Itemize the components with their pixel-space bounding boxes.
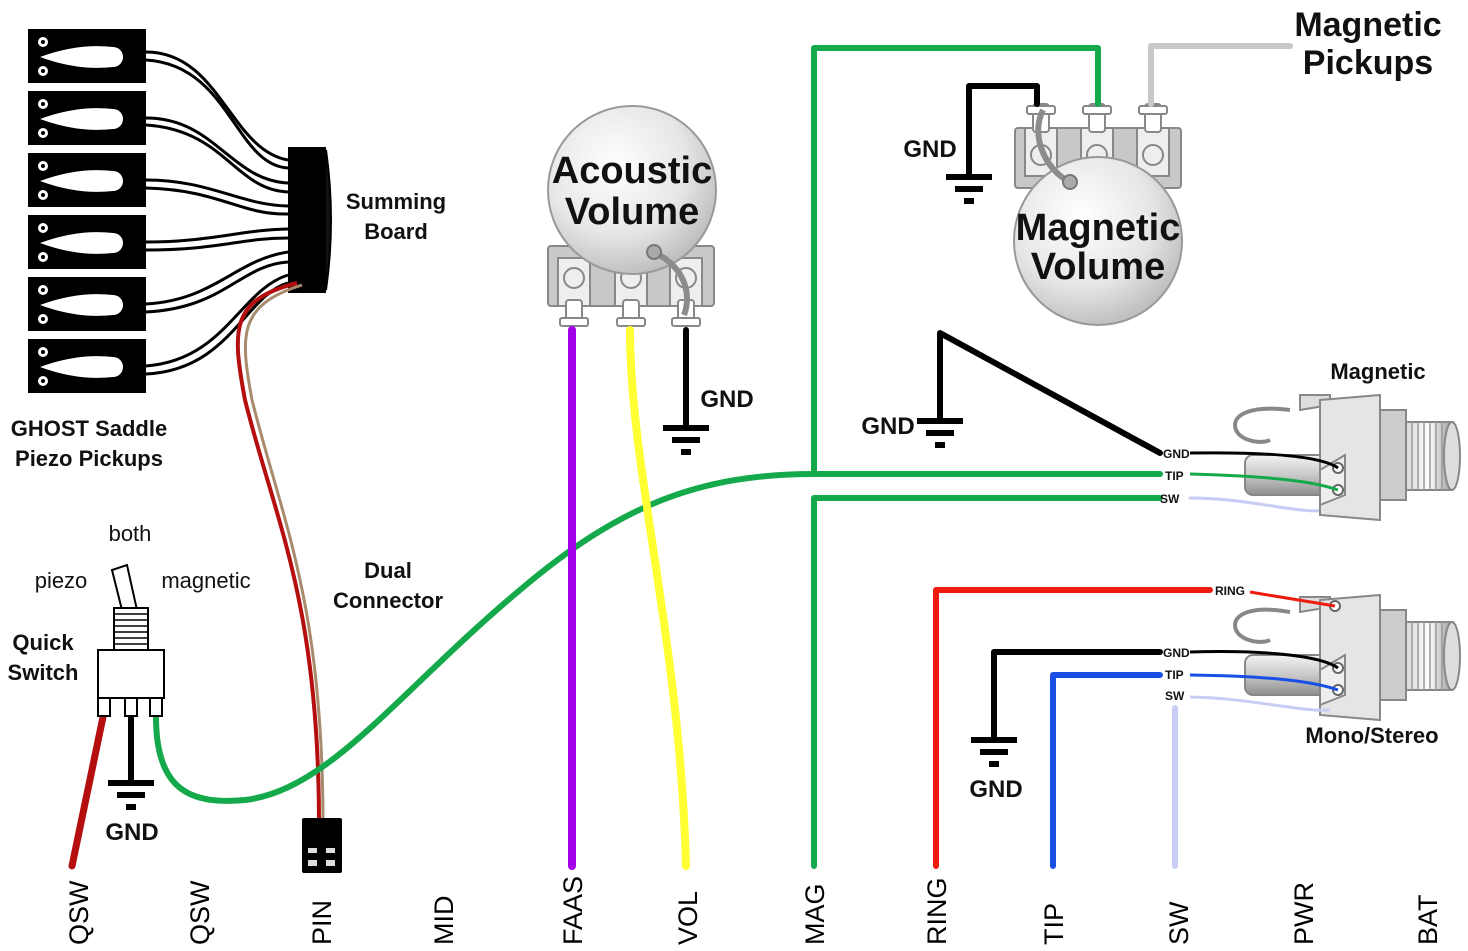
- pin-label: PIN: [307, 900, 337, 945]
- ground-symbol: [971, 737, 1017, 767]
- acoustic-volume-pot: [547, 105, 717, 327]
- quick-switch: [97, 563, 165, 717]
- pin-label: TIP: [1039, 903, 1069, 945]
- ground-symbol: [663, 425, 709, 455]
- gnd-label: GND: [969, 776, 1022, 803]
- gnd-label: GND: [700, 386, 753, 413]
- dual-connector-label: Connector: [333, 588, 443, 613]
- pin-label: QSW: [64, 880, 94, 945]
- switch-magnetic-label: magnetic: [161, 568, 250, 593]
- dual-connector-plug: [302, 818, 342, 873]
- pin-label: MID: [429, 896, 459, 946]
- pin-label: SW: [1164, 901, 1194, 945]
- pin-label: FAAS: [558, 876, 588, 945]
- summing-board: [288, 147, 332, 293]
- magnetic-volume-label: Magnetic: [1016, 207, 1181, 249]
- pin-label: PWR: [1289, 882, 1319, 945]
- pickup-saddle: [28, 277, 146, 331]
- quick-switch-label: Switch: [8, 660, 79, 685]
- switch-piezo-label: piezo: [35, 568, 88, 593]
- wire-tag-sw: SW: [1165, 689, 1185, 703]
- summing-board-label: Summing: [346, 189, 446, 214]
- wire-tag-gnd: GND: [1163, 447, 1190, 461]
- magnetic-jack: [1189, 393, 1461, 522]
- ground-symbol: [946, 174, 992, 204]
- summing-board-label: Board: [364, 219, 428, 244]
- quick-switch-label: Quick: [12, 630, 74, 655]
- stereo-jack: [1189, 590, 1461, 722]
- acoustic-volume-label: Acoustic: [552, 150, 712, 192]
- dual-connector-label: Dual: [364, 558, 412, 583]
- gnd-label: GND: [105, 819, 158, 846]
- pin-label: RING: [922, 878, 952, 946]
- dual-connector-wire: [235, 281, 325, 819]
- wire-tag-tip: TIP: [1165, 469, 1184, 483]
- gnd-label: GND: [903, 136, 956, 163]
- ghost-saddle-label: GHOST Saddle: [11, 416, 167, 441]
- pin-label: QSW: [185, 880, 215, 945]
- gnd-label: GND: [861, 413, 914, 440]
- wire-tag-tip: TIP: [1165, 668, 1184, 682]
- pickup-saddle: [28, 215, 146, 269]
- pin-label: VOL: [673, 891, 703, 945]
- magnetic-pickups-label: Pickups: [1303, 44, 1433, 82]
- magnetic-volume-label: Volume: [1031, 246, 1165, 288]
- wires: [68, 43, 1332, 870]
- switch-both-label: both: [109, 521, 152, 546]
- pin-label: MAG: [800, 883, 830, 945]
- ground-symbol: [108, 780, 154, 810]
- pin-label: BAT: [1413, 894, 1443, 945]
- pickup-saddle: [28, 29, 146, 83]
- pickup-saddle: [28, 153, 146, 207]
- ground-symbol: [917, 418, 963, 448]
- wire-tag-gnd: GND: [1163, 646, 1190, 660]
- pickup-saddle: [28, 91, 146, 145]
- piezo-pickups: [28, 29, 146, 393]
- pin-labels: QSW QSW PIN MID FAAS VOL MAG RING TIP SW…: [64, 876, 1443, 945]
- pickup-saddle: [28, 339, 146, 393]
- magnetic-jack-label: Magnetic: [1330, 359, 1425, 384]
- magnetic-volume-pot: [1013, 103, 1183, 326]
- pickup-wires: [145, 50, 289, 376]
- magnetic-pickups-label: Magnetic: [1294, 6, 1441, 44]
- wire-tag-sw: SW: [1160, 492, 1180, 506]
- ghost-saddle-label: Piezo Pickups: [15, 446, 163, 471]
- acoustic-volume-label: Volume: [565, 191, 699, 233]
- mono-stereo-label: Mono/Stereo: [1305, 723, 1438, 748]
- wire-tag-ring: RING: [1215, 584, 1245, 598]
